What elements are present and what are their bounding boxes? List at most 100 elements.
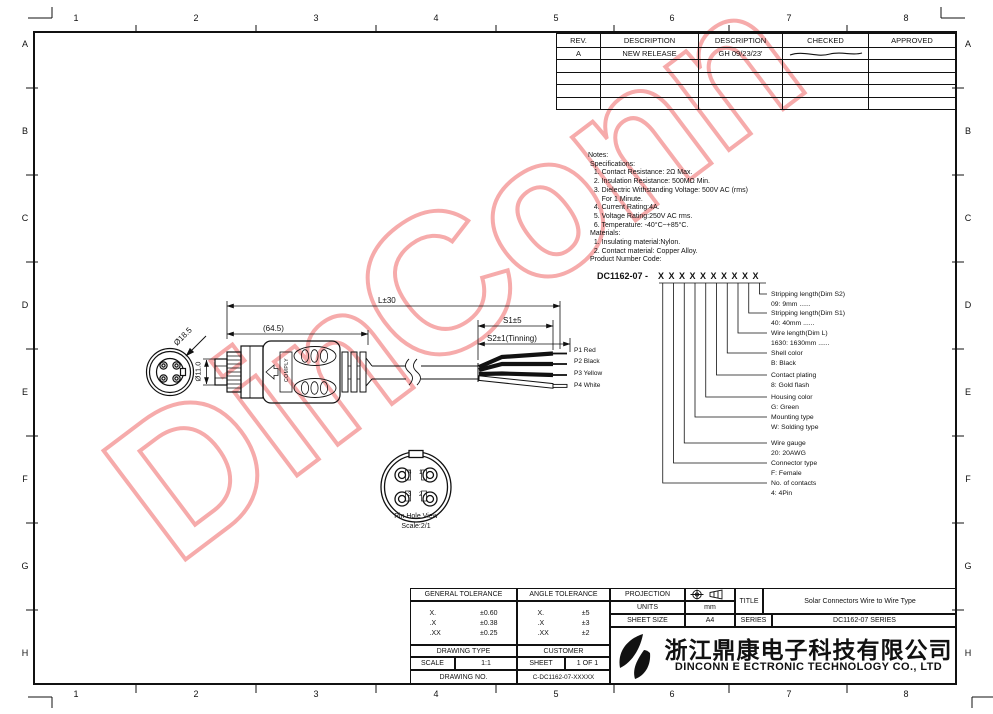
- product-code-field: No. of contacts 4: 4Pin: [771, 479, 941, 498]
- rev-cell: [556, 59, 601, 73]
- tolerance-value: ±2: [581, 629, 590, 637]
- product-code-field: Stripping length(Dim S1) 40: 40mm ......: [771, 309, 941, 328]
- tolerance-value: ±3: [581, 619, 590, 627]
- sheet-label: SHEET: [517, 657, 565, 670]
- revision-row: [556, 96, 956, 110]
- field-label: Connector type: [771, 460, 818, 467]
- field-value: 4: 4Pin: [771, 489, 793, 497]
- projection-label: PROJECTION: [610, 588, 685, 601]
- grid-col-label: 6: [669, 689, 675, 699]
- general-tolerance-values: X.±0.60.X±0.38.XX±0.25: [410, 601, 517, 645]
- angle-tolerance-values: X.±5.X±3.XX±2: [517, 601, 610, 645]
- note-line: 2. Insulation Resistance: 500MΩ Min.: [588, 178, 710, 186]
- note-line: 5. Voltage Rating:250V AC rms.: [588, 212, 693, 220]
- tolerance-value: ±0.60: [480, 609, 498, 617]
- drawing-no-label: DRAWING NO.: [410, 670, 517, 685]
- title-value: Solar Connectors Wire to Wire Type: [763, 588, 957, 614]
- tolerance-row: .X±0.38: [430, 620, 498, 627]
- rev-cell: [698, 71, 783, 86]
- revision-row: A NEW RELEASE GH 09/23/23': [556, 46, 956, 61]
- company-cell: [610, 627, 957, 685]
- grid-row-label: E: [964, 387, 971, 397]
- dim-strip-s1: S1±5: [503, 316, 522, 325]
- field-label: Wire length(Dim L): [771, 330, 828, 337]
- rev-cell: [698, 96, 783, 110]
- general-tolerance-header: GENERAL TOLERANCE: [410, 588, 517, 601]
- rev-cell: [868, 84, 956, 98]
- grid-row-label: F: [965, 474, 971, 484]
- grid-col-label: 4: [433, 689, 439, 699]
- grid-row-label: G: [964, 561, 972, 571]
- rev-cell: [868, 71, 956, 86]
- grid-col-label: 3: [313, 689, 319, 699]
- series-value: DC1162-07 SERIES: [772, 614, 957, 627]
- grid-col-label: 3: [313, 13, 319, 23]
- tolerance-row: .X ±3: [538, 620, 590, 627]
- rev-cell: [556, 96, 601, 110]
- projection-symbol-cell: [685, 588, 735, 601]
- note-line: Product Number Code:: [588, 256, 662, 264]
- wire-label: P4 White: [574, 382, 601, 389]
- projection-symbol-icon: [690, 589, 723, 600]
- revision-row: [556, 84, 956, 98]
- field-value: 09: 9mm ......: [771, 300, 811, 308]
- units-label: UNITS: [610, 601, 685, 614]
- sheet-size-value: A4: [685, 614, 735, 627]
- pin-view-scale: Scale:2/1: [401, 523, 431, 530]
- pin-number: 1: [419, 470, 423, 476]
- tolerance-value: ±0.25: [480, 629, 498, 637]
- rev-cell: GH 09/23/23': [698, 46, 783, 61]
- grid-col-label: 7: [786, 689, 792, 699]
- rev-cell: [600, 59, 699, 73]
- grid-row-label: G: [21, 561, 29, 571]
- grid-row-label: A: [964, 39, 971, 49]
- rev-cell: [868, 46, 956, 61]
- tolerance-key: .XX: [537, 629, 549, 637]
- rev-cell: [782, 59, 869, 73]
- tolerance-row: .XX±0.25: [430, 630, 498, 637]
- grid-row-label: C: [964, 213, 972, 223]
- customer-label: CUSTOMER: [517, 645, 610, 657]
- field-label: No. of contacts: [771, 480, 817, 487]
- grid-row-label: H: [964, 648, 972, 658]
- tolerance-key: X.: [537, 609, 545, 617]
- wire-label: P2 Black: [574, 358, 600, 365]
- product-code-field: Wire length(Dim L)1630: 1630mm ......: [771, 329, 941, 348]
- product-code-field: Stripping length(Dim S2)09: 9mm ......: [771, 290, 941, 309]
- pin-number: 2: [419, 492, 423, 498]
- rev-cell: [600, 71, 699, 86]
- grid-row-label: F: [22, 474, 28, 484]
- rev-cell: [782, 71, 869, 86]
- rev-cell: NEW RELEASE: [600, 46, 699, 61]
- note-line: 2. Contact material: Copper Alloy.: [588, 247, 698, 255]
- note-line: 3. Dielectric Withstanding Voltage: 500V…: [588, 186, 748, 194]
- grid-row-label: E: [21, 387, 28, 397]
- field-label: Contact plating: [771, 372, 817, 379]
- field-label: Stripping length(Dim S1): [771, 310, 846, 317]
- dim-body-length: (64.5): [263, 324, 284, 333]
- rev-cell: [868, 59, 956, 73]
- note-line: 6. Temperature: -40°C~+85°C.: [588, 221, 689, 229]
- tolerance-key: .X: [537, 619, 545, 627]
- grid-col-label: 2: [193, 689, 199, 699]
- field-label: Wire gauge: [771, 440, 806, 447]
- dim-overall-length: L±30: [378, 296, 396, 305]
- note-line: 1. Contact Resistance: 2Ω Max.: [588, 169, 693, 177]
- sheet-value: 1 OF 1: [565, 657, 610, 670]
- field-value: B: Black: [771, 359, 796, 367]
- field-value: W: Solding type: [771, 423, 819, 431]
- field-value: 40: 40mm ......: [771, 319, 815, 327]
- field-label: Mounting type: [771, 414, 814, 421]
- comply-marking: COMPLY: [284, 358, 290, 382]
- rev-col-header: DESCRIPTION: [698, 33, 783, 48]
- units-value: mm: [685, 601, 735, 614]
- note-line: Notes:: [588, 152, 609, 159]
- grid-row-label: D: [964, 300, 972, 310]
- grid-row-label: H: [21, 648, 29, 658]
- dim-strip-s2: S2±1(Tinning): [487, 334, 537, 343]
- notes-block: Notes: Specifications: 1. Contact Resist…: [588, 152, 748, 265]
- rev-col-header: APPROVED: [868, 33, 956, 48]
